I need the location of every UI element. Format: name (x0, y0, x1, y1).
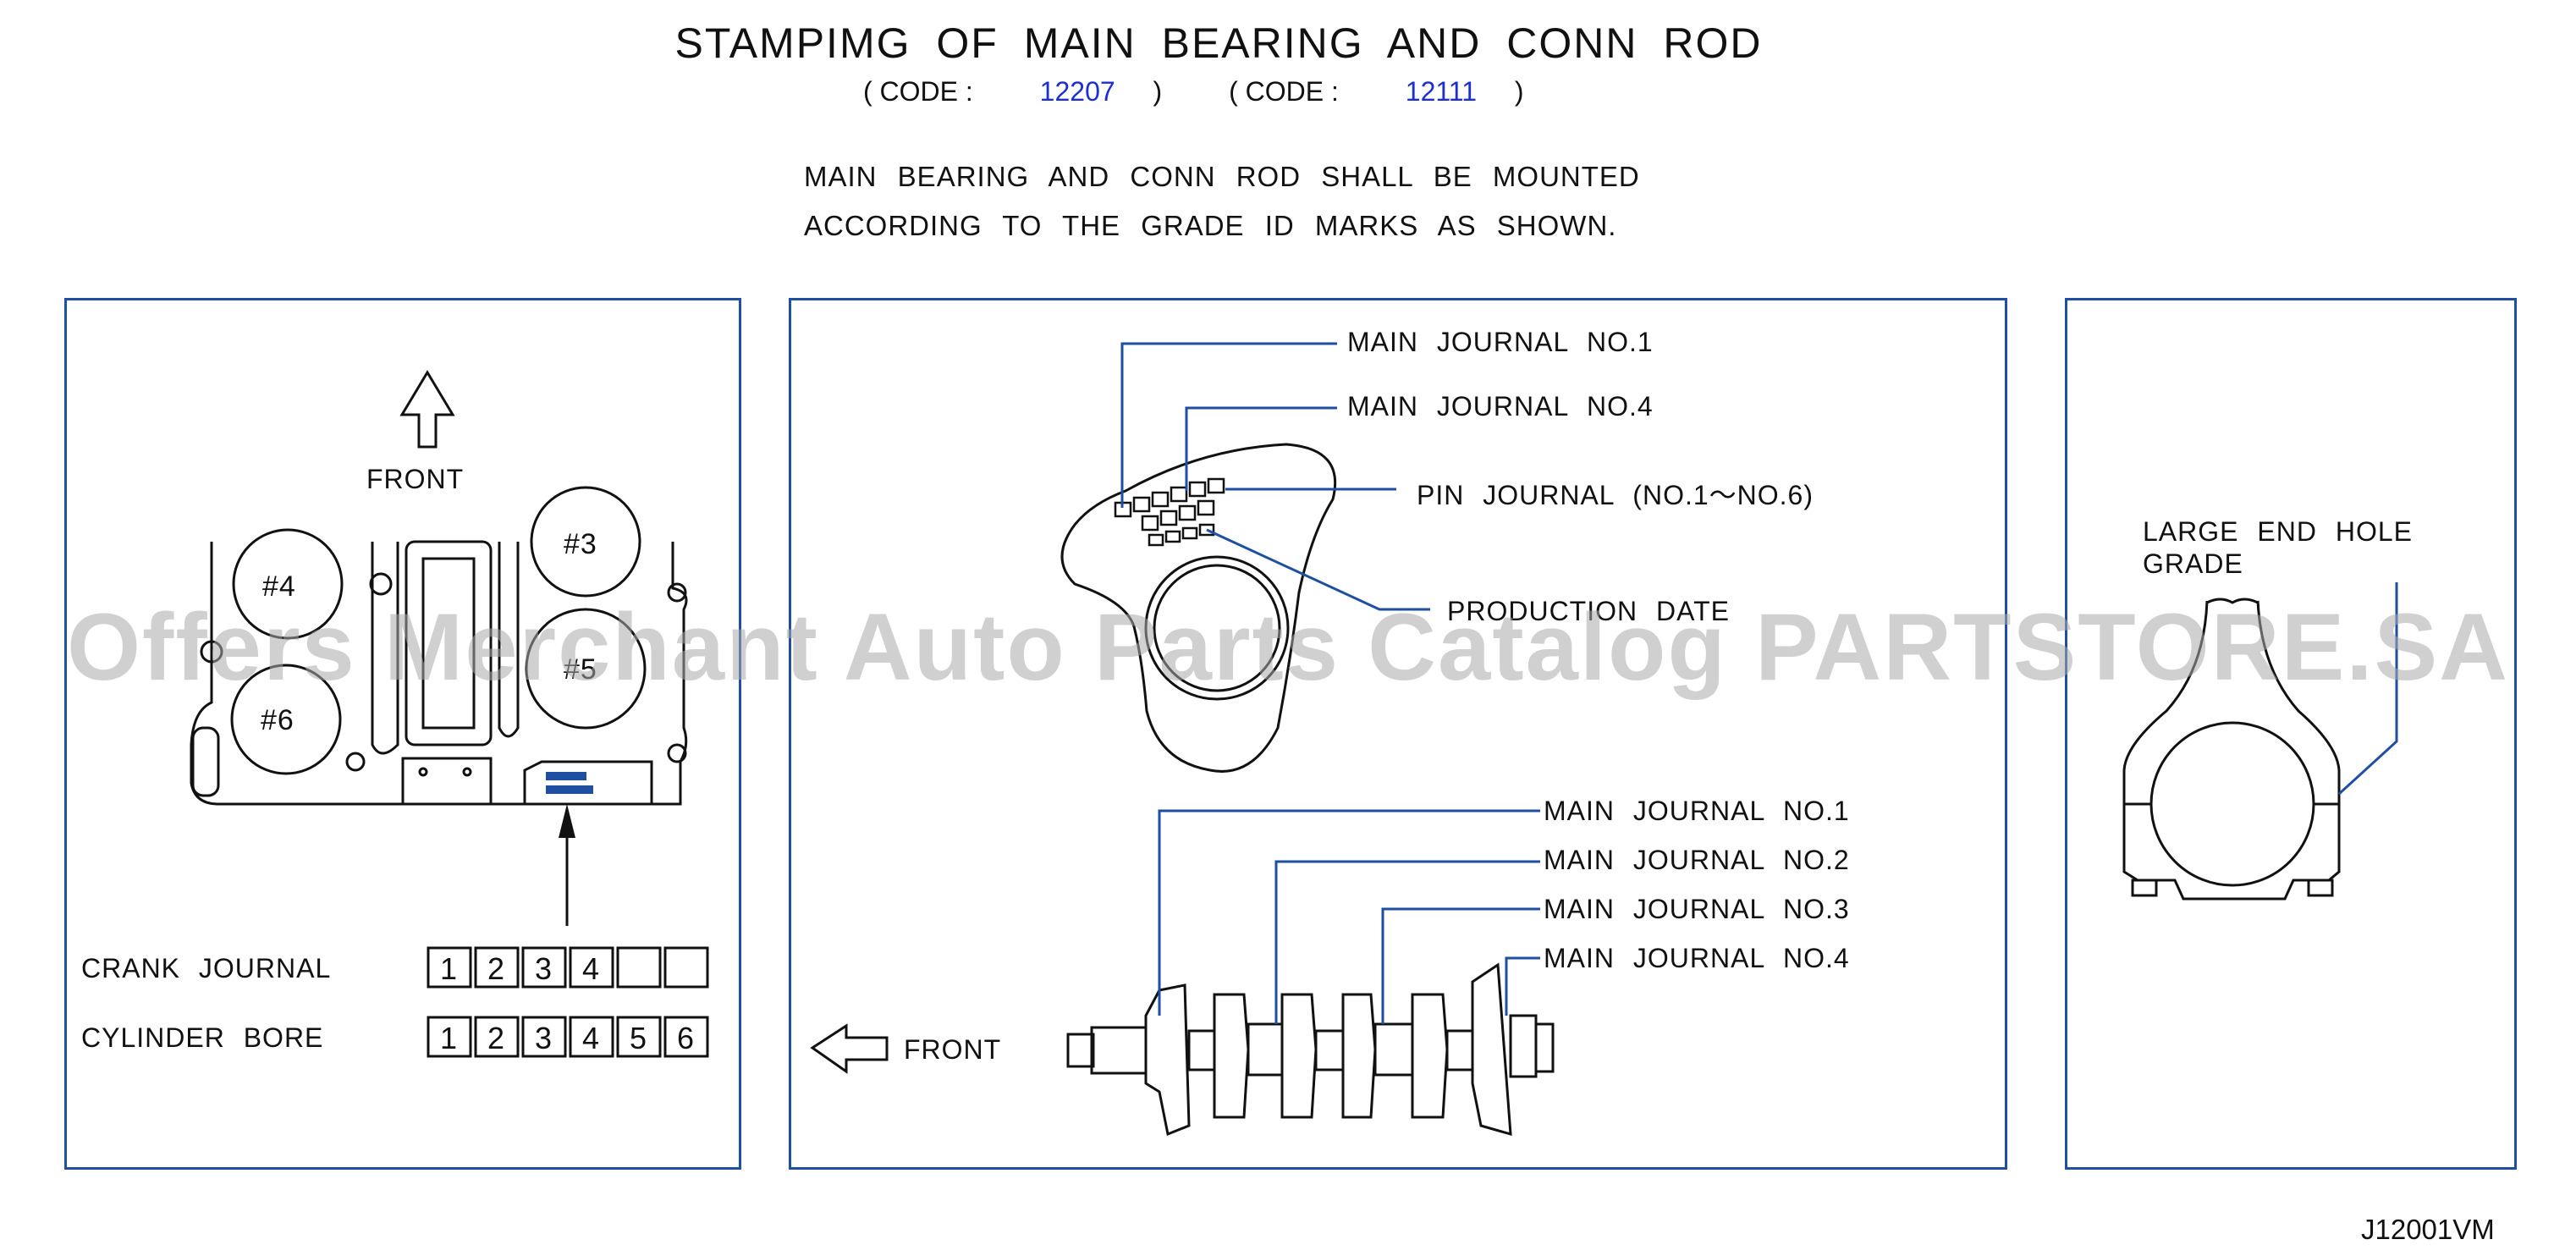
watermark: Offers Merchant Auto Parts Catalog PARTS… (66, 594, 2510, 700)
large-end-hole-label: LARGE END HOLE (2143, 516, 2413, 547)
front-arrow-icon (399, 370, 455, 449)
cylinder-bore-5 (525, 608, 647, 730)
bore-digit-4: 4 (582, 1021, 601, 1055)
block-gallery (405, 540, 493, 746)
cylinder-label-4: #4 (262, 570, 296, 603)
crank-box-6 (663, 946, 709, 989)
grade-label: GRADE (2143, 548, 2243, 579)
upper-leaders (1120, 342, 1430, 611)
bore-box-1 (427, 1016, 472, 1058)
code-right-close: ) (1514, 76, 1524, 107)
crank-box-4 (569, 946, 614, 989)
lower-callout-main-journal-2: MAIN JOURNAL NO.2 (1544, 845, 1850, 875)
block-bolt (667, 743, 687, 763)
crank-digit-3: 3 (535, 951, 553, 986)
stamp-pointer-head (559, 804, 575, 838)
bore-box-6 (663, 1016, 709, 1058)
block-bolt (369, 572, 393, 596)
crank-box-1 (427, 946, 472, 989)
cylinder-label-6: #6 (261, 704, 294, 736)
code-left-value: 12207 (1039, 76, 1115, 107)
right-panel (2065, 298, 2517, 1170)
left-panel (64, 298, 741, 1170)
code-right-label: ( CODE : (1229, 76, 1339, 107)
block-rib-2 (498, 542, 520, 738)
bore-digit-3: 3 (535, 1021, 553, 1055)
crank-digit-1: 1 (440, 951, 459, 986)
block-slot (191, 726, 220, 797)
code-right-value: 12111 (1405, 76, 1477, 107)
cylinder-bore-label: CYLINDER BORE (81, 1022, 324, 1053)
block-bolt (345, 752, 366, 772)
bore-box-3 (521, 1016, 567, 1058)
upper-callout-production-date: PRODUCTION DATE (1447, 596, 1730, 626)
cylinder-bore-4 (232, 528, 344, 640)
bore-digit-1: 1 (440, 1021, 459, 1055)
bore-digit-6: 6 (677, 1021, 696, 1055)
crank-box-2 (474, 946, 520, 989)
crank-pin-inner (1153, 564, 1281, 692)
center-panel (789, 298, 2007, 1170)
front-label-center: FRONT (904, 1034, 1002, 1065)
code-row: ( CODE : 12207 ) ( CODE : 12111 ) (863, 76, 1524, 107)
bore-box-2 (474, 1016, 520, 1058)
crank-pin-outer (1144, 555, 1290, 701)
page-title: STAMPIMG OF MAIN BEARING AND CONN ROD (674, 19, 1763, 67)
crank-digit-2: 2 (487, 951, 506, 986)
code-left-close: ) (1153, 76, 1163, 107)
front-arrow-left-icon (810, 1023, 889, 1074)
crankshaft-side (1066, 962, 1555, 1137)
cylinder-bore-3 (530, 486, 641, 598)
figure-id: J12001VM (2361, 1214, 2495, 1245)
cylinder-bore-6 (230, 664, 342, 775)
lower-callout-main-journal-1: MAIN JOURNAL NO.1 (1544, 796, 1850, 826)
crank-stamp-grid (1114, 477, 1225, 547)
upper-callout-main-journal-4: MAIN JOURNAL NO.4 (1347, 391, 1654, 421)
bore-digit-5: 5 (630, 1021, 648, 1055)
bore-box-5 (616, 1016, 662, 1058)
engine-block-outline (190, 542, 688, 806)
lower-callout-main-journal-3: MAIN JOURNAL NO.3 (1544, 894, 1850, 924)
crank-digit-4: 4 (582, 951, 601, 986)
block-bolt (200, 640, 223, 664)
lower-callout-main-journal-4: MAIN JOURNAL NO.4 (1544, 943, 1850, 973)
crank-web-outline (1060, 443, 1337, 773)
front-label: FRONT (366, 464, 465, 494)
stamp-mark-1 (546, 772, 586, 780)
upper-callout-main-journal-1: MAIN JOURNAL NO.1 (1347, 327, 1654, 357)
code-left-label: ( CODE : (863, 76, 973, 107)
block-bolt (462, 767, 472, 777)
block-gallery-inner (421, 557, 476, 730)
stamp-plate (523, 760, 653, 804)
note-line-1: MAIN BEARING AND CONN ROD SHALL BE MOUNT… (804, 161, 1640, 192)
conrod-big-end (2122, 598, 2341, 901)
bore-digit-2: 2 (487, 1021, 506, 1055)
note-line-2: ACCORDING TO THE GRADE ID MARKS AS SHOWN… (804, 210, 1617, 241)
large-end-leader (2337, 582, 2398, 796)
crank-box-3 (521, 946, 567, 989)
block-rib-1 (371, 542, 399, 755)
upper-callout-pin-journal: PIN JOURNAL (NO.1～NO.6) (1417, 480, 1814, 510)
stamp-mark-2 (546, 785, 593, 794)
block-pad (401, 757, 493, 806)
cylinder-label-5: #5 (564, 653, 597, 686)
lower-leaders (1158, 809, 1540, 1024)
crank-journal-label: CRANK JOURNAL (81, 953, 332, 983)
cylinder-label-3: #3 (564, 528, 597, 560)
block-bolt (418, 767, 428, 777)
crank-box-5 (616, 946, 662, 989)
block-bolt (667, 582, 687, 603)
bore-box-4 (569, 1016, 614, 1058)
